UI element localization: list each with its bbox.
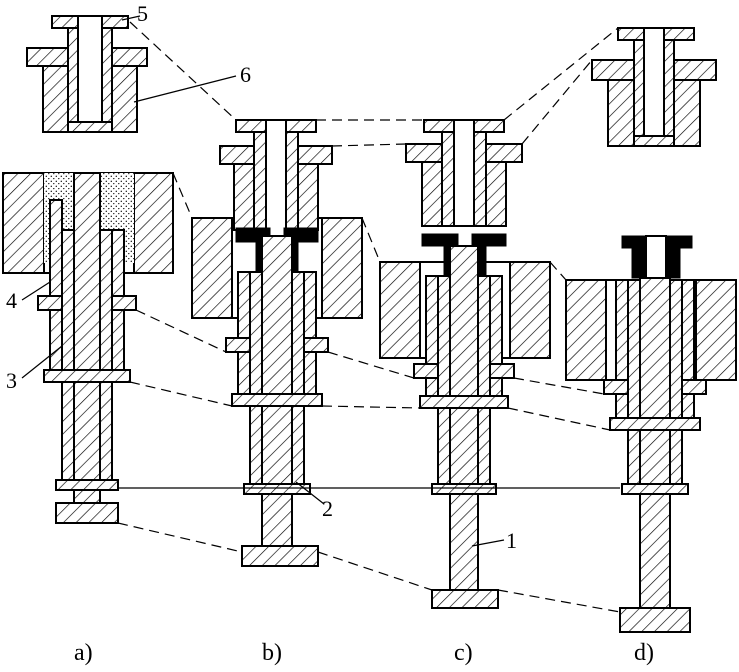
sleeve-4-right-d: [681, 279, 695, 421]
caption-b: b): [262, 640, 282, 666]
dash-die-c-d: [549, 261, 567, 281]
top-right-sleeve-assembly: [591, 27, 717, 147]
sleeve-4-foot-d: [609, 417, 701, 431]
dash-head-a-b: [117, 522, 243, 553]
punch-head-a: [55, 502, 119, 524]
sleeve-3-left-b: [249, 271, 263, 485]
punch-head-b: [241, 545, 319, 567]
dash-collar-a-b: [135, 309, 227, 353]
sleeve-4-left-c: [425, 275, 439, 407]
dash-foot-b-c: [321, 405, 421, 409]
leader-lines: [21, 15, 505, 547]
dash-holder-c-right: [521, 59, 593, 145]
leader-6: [133, 75, 237, 103]
dash-holder-b-c: [331, 143, 407, 147]
sleeve-4-foot-b: [231, 393, 323, 407]
dash-foot-a-b: [129, 381, 233, 407]
sleeve-3-left-c: [437, 275, 451, 485]
sleeve-4-right-c: [489, 275, 503, 407]
punch-rod-a: [73, 172, 101, 504]
label-part-1: 1: [506, 528, 517, 553]
dash-head-b-c: [317, 551, 433, 591]
dash-die-a-b: [172, 172, 193, 219]
sleeve-5-bore-c: [453, 119, 475, 227]
caption-c: c): [454, 640, 473, 666]
sleeve-bore: [77, 15, 103, 123]
sleeve-4-left-d: [615, 279, 629, 421]
part-number-labels: 5 6 4 3 2 1: [6, 1, 517, 553]
punch-rod-d: [639, 277, 671, 609]
top-left-sleeve-assembly: [26, 15, 148, 133]
punch-head-c: [431, 589, 499, 609]
sleeve-4-foot-c: [419, 395, 509, 409]
dash-sleeve-top-left: [129, 21, 237, 121]
stage-a-assembly: [2, 172, 174, 524]
label-part-6: 6: [240, 62, 251, 87]
label-part-2: 2: [322, 496, 333, 521]
sleeve-5-bore-b: [265, 119, 287, 237]
compact-bore-d: [645, 235, 667, 279]
sleeve-3-foot-c: [431, 483, 497, 495]
sleeve-bottom: [67, 121, 113, 133]
caption-a: a): [74, 640, 93, 666]
sleeve-bottom-right: [633, 135, 675, 147]
label-part-3: 3: [6, 368, 17, 393]
sleeve-3-right-d: [669, 279, 683, 485]
connector-lines: [117, 21, 621, 613]
sleeve-4-collar-right-b: [303, 337, 329, 353]
leader-5: [121, 15, 141, 21]
sleeve-3-left-d: [627, 279, 641, 485]
stage-captions: a) b) c) d): [74, 640, 654, 666]
sleeve-4-collar-right-d: [681, 379, 707, 395]
sleeve-3-right-c: [477, 275, 491, 485]
dash-foot-c-d: [507, 407, 611, 431]
dash-head-c-d: [497, 589, 621, 613]
punch-rod-b: [261, 235, 293, 547]
dash-sleeve-c-right: [503, 27, 619, 121]
sleeve-4-left-a: [49, 199, 63, 381]
sleeve-4-collar-left-c: [413, 363, 439, 379]
label-part-5: 5: [137, 1, 148, 26]
sleeve-3-foot-d: [621, 483, 689, 495]
sleeve-3-right-a: [99, 229, 113, 481]
punch-rod-c: [449, 245, 479, 591]
sleeve-4-collar-right-c: [489, 363, 515, 379]
punch-head-d: [619, 607, 691, 633]
leader-3: [21, 345, 63, 379]
leader-1: [471, 539, 505, 547]
label-part-4: 4: [6, 288, 17, 313]
sleeve-3-foot-a: [55, 479, 119, 491]
leader-4: [21, 281, 51, 301]
dash-die-b-c: [361, 217, 381, 263]
sleeve-3-foot-b: [243, 483, 311, 495]
sleeve-4-collar-right-a: [111, 295, 137, 311]
stage-b-assembly: [191, 119, 363, 567]
sleeve-bore-right: [643, 27, 665, 137]
stage-d-assembly: [565, 235, 737, 633]
sleeve-4-collar-left-b: [225, 337, 251, 353]
caption-d: d): [634, 640, 654, 666]
sleeve-4-collar-left-a: [37, 295, 63, 311]
sleeve-4-foot-a: [43, 369, 131, 383]
sleeve-3-right-b: [291, 271, 305, 485]
leader-2: [295, 481, 325, 505]
sleeve-4-collar-left-d: [603, 379, 629, 395]
stage-c-assembly: [379, 119, 551, 609]
sleeve-3-left-a: [61, 229, 75, 481]
